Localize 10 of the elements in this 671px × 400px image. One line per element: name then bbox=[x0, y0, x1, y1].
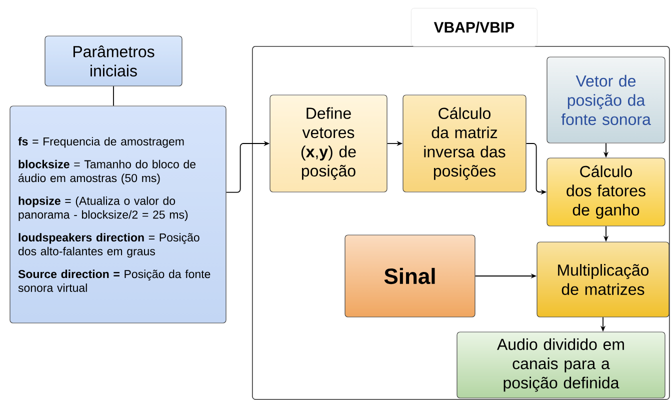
signal-box: Sinal bbox=[344, 234, 476, 318]
process-box: Multiplicação de matrizes bbox=[536, 242, 670, 318]
node-label: VBAP/VBIP bbox=[434, 22, 514, 33]
process-box: Define vetores (x,y) de posição bbox=[270, 94, 388, 192]
input-box: Vetor de posição da fonte sonora bbox=[546, 56, 666, 144]
process-box: Cálculo da matriz inversa das posições bbox=[402, 94, 526, 192]
output-box: Audio dividido em canais para a posição definida bbox=[456, 332, 666, 398]
heading-box: Parâmetros iniciais bbox=[44, 36, 182, 86]
parameter-list-box: fs = Frequencia de amostragem blocksize = Tamanho do bloco de áudio em amostras (50 ms) hopsize = (Atualiza o valor do panorama - blocksize/2 = 25 ms) loudspeakers direction = Posição dos alto-falantes em graus Source direction = Posição da fonte sonora virtual bbox=[10, 106, 226, 324]
process-box: Cálculo dos fatores de ganho bbox=[546, 158, 666, 226]
